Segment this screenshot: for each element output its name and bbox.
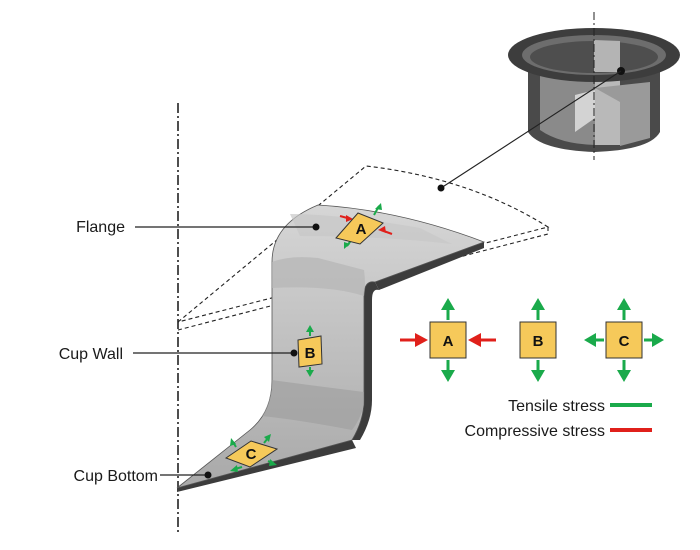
bottom-stress-element-c: C bbox=[224, 434, 279, 472]
flange-label: Flange bbox=[76, 219, 125, 236]
stress-color-legend: Tensile stress Compressive stress bbox=[465, 398, 652, 440]
legend-b-letter: B bbox=[533, 333, 544, 350]
cup-bottom-label: Cup Bottom bbox=[74, 468, 158, 485]
legend-element-c: C bbox=[584, 298, 664, 382]
cup-cross-section bbox=[176, 204, 486, 492]
element-a-letter: A bbox=[356, 221, 367, 238]
cup-wall-label: Cup Wall bbox=[59, 346, 123, 363]
label-leaders bbox=[133, 226, 316, 476]
flange-stress-element-a: A bbox=[335, 203, 393, 249]
legend-a-letter: A bbox=[443, 333, 454, 350]
cup-wall-leader-dot bbox=[290, 349, 298, 357]
legend-element-b: B bbox=[519, 298, 557, 382]
legend-c-letter: C bbox=[619, 333, 630, 350]
legend-element-a: A bbox=[400, 298, 496, 382]
cup-bottom-leader-dot bbox=[204, 471, 212, 479]
element-b-letter: B bbox=[305, 345, 316, 362]
cup-3d-icon bbox=[508, 12, 680, 160]
stress-state-legend: A B C bbox=[400, 298, 664, 382]
element-c-letter: C bbox=[246, 446, 257, 463]
flange-leader-dot bbox=[312, 223, 320, 231]
compressive-stress-label: Compressive stress bbox=[465, 423, 605, 440]
wall-stress-element-b: B bbox=[297, 325, 323, 377]
section-leader bbox=[437, 70, 622, 192]
tensile-stress-label: Tensile stress bbox=[508, 398, 605, 415]
